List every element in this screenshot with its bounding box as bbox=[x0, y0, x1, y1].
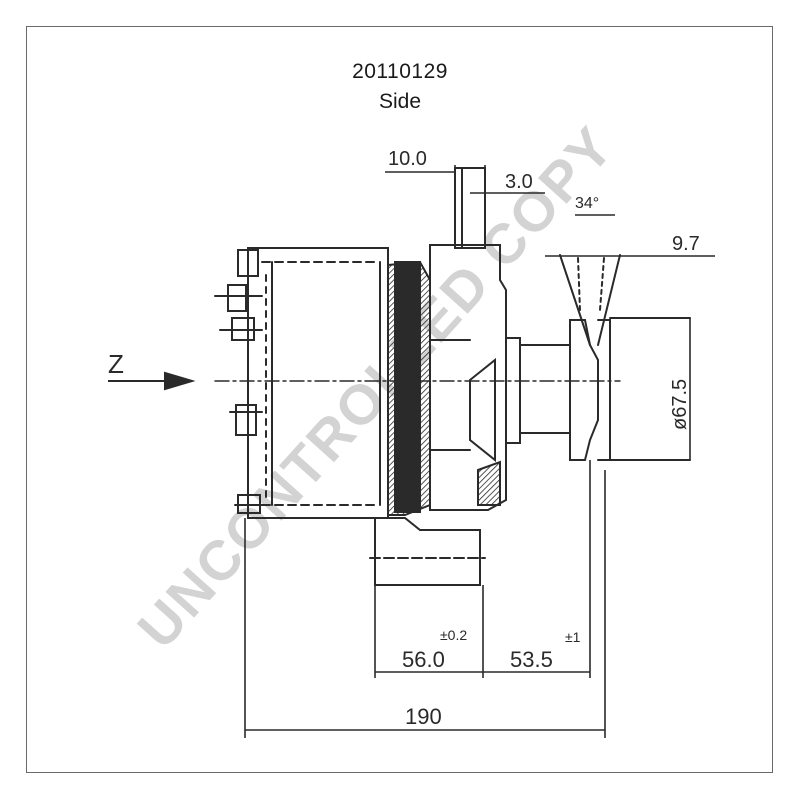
dim-mount-to-center: 56.0 bbox=[402, 647, 445, 672]
alternator-body bbox=[214, 167, 691, 586]
dim-overall-length: 190 bbox=[405, 704, 442, 729]
view-arrow bbox=[108, 371, 196, 391]
dim-center-to-pulley: 53.5 bbox=[510, 647, 553, 672]
dim-pulley-diameter: ø67.5 bbox=[669, 379, 691, 430]
dim-lip: 3.0 bbox=[505, 171, 533, 193]
dim-mount-tolerance: ±0.2 bbox=[440, 627, 467, 643]
dim-pulley-tolerance: ±1 bbox=[565, 629, 581, 645]
part-number: 20110129 bbox=[352, 60, 448, 83]
arrow-head-icon bbox=[164, 371, 196, 391]
bottom-dimensions bbox=[244, 460, 606, 738]
dim-flange-thickness: 10.0 bbox=[388, 148, 427, 170]
dim-pulley-width: 9.7 bbox=[672, 233, 700, 255]
view-title: Side bbox=[378, 90, 422, 113]
drawing-frame bbox=[26, 26, 773, 773]
top-dimensions bbox=[385, 165, 715, 460]
view-arrow-label: Z bbox=[108, 349, 124, 379]
dim-pulley-angle: 34° bbox=[575, 195, 599, 212]
